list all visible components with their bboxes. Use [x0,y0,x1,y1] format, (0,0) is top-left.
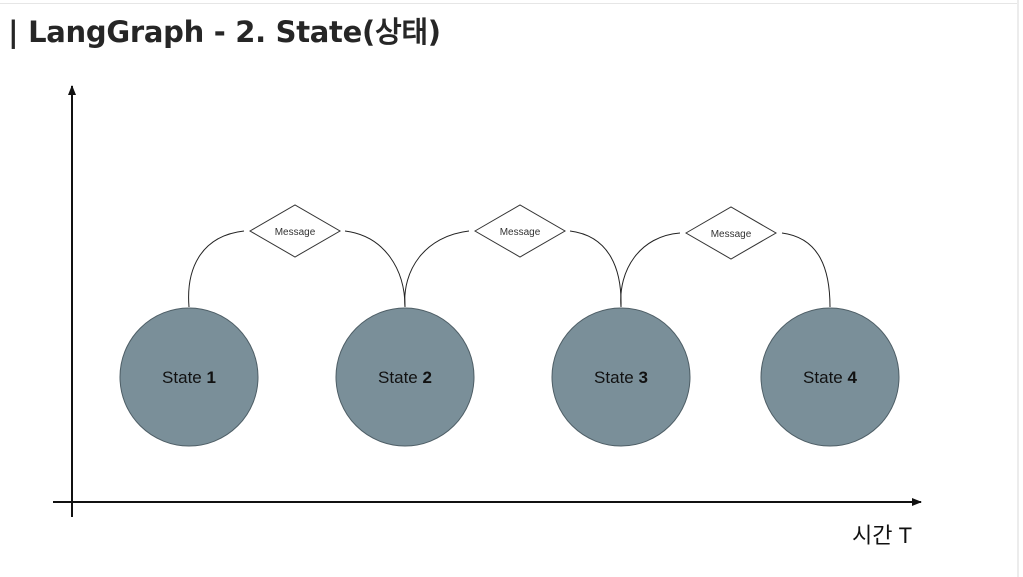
state-circle [335,307,475,447]
state-1: State 1 [119,307,259,447]
right-divider [1017,0,1019,577]
message-3: Message [685,206,777,260]
state-label: State 3 [594,368,648,387]
connector-state1-message1 [188,230,245,308]
state-label: State 2 [378,368,432,387]
message-diamond [685,206,777,260]
state-circle [760,307,900,447]
top-divider [0,3,1017,4]
connector-state2-message2 [404,230,470,308]
message-label: Message [500,227,541,238]
message-2: Message [474,204,566,258]
connector-message3-state4 [781,232,831,308]
connector-state3-message3 [620,232,681,308]
state-4: State 4 [760,307,900,447]
state-circle [551,307,691,447]
page-title: | LangGraph - 2. State(상태) [8,15,441,49]
state-3: State 3 [551,307,691,447]
connector-message1-state2 [344,230,406,308]
state-label: State 1 [162,368,216,387]
x-axis-label: 시간 T [852,523,912,548]
connector-curves [188,230,831,308]
message-label: Message [711,229,752,240]
state-circle [119,307,259,447]
message-diamond [249,204,341,258]
message-1: Message [249,204,341,258]
state-2: State 2 [335,307,475,447]
message-diamond [474,204,566,258]
state-label: State 4 [803,368,857,387]
connector-message2-state3 [569,230,622,308]
message-label: Message [275,227,316,238]
